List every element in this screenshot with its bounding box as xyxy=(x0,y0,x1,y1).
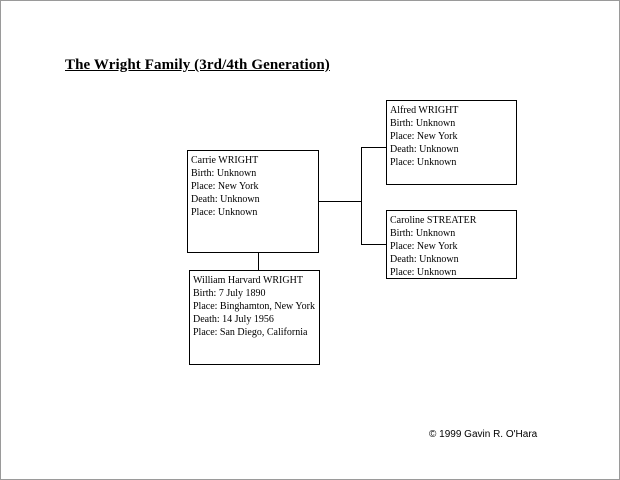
person-death: Death: 14 July 1956 xyxy=(193,314,274,325)
person-birth-place: Place: New York xyxy=(390,131,458,142)
person-box-alfred[interactable]: Alfred WRIGHT Birth: Unknown Place: New … xyxy=(386,100,517,185)
connector-spine-to-alfred xyxy=(361,147,386,148)
person-box-carrie[interactable]: Carrie WRIGHT Birth: Unknown Place: New … xyxy=(187,150,319,253)
person-death: Death: Unknown xyxy=(390,254,459,265)
person-birth: Birth: Unknown xyxy=(390,118,456,129)
connector-parents-spine xyxy=(361,147,362,245)
person-death-place: Place: Unknown xyxy=(191,207,258,218)
person-death-place: Place: Unknown xyxy=(390,157,457,168)
person-birth: Birth: Unknown xyxy=(390,228,456,239)
copyright-notice: © 1999 Gavin R. O'Hara xyxy=(429,429,538,440)
person-name: Carrie WRIGHT xyxy=(191,155,259,166)
person-death-place: Place: San Diego, California xyxy=(193,327,308,338)
person-birth: Birth: Unknown xyxy=(191,168,257,179)
person-birth-place: Place: New York xyxy=(191,181,259,192)
person-box-caroline[interactable]: Caroline STREATER Birth: Unknown Place: … xyxy=(386,210,517,279)
person-death-place: Place: Unknown xyxy=(390,267,457,278)
connector-carrie-to-parents xyxy=(319,201,362,202)
page-title: The Wright Family (3rd/4th Generation) xyxy=(65,57,330,73)
person-birth-place: Place: Binghamton, New York xyxy=(193,301,315,312)
person-box-william[interactable]: William Harvard WRIGHT Birth: 7 July 189… xyxy=(189,270,320,365)
person-name: Alfred WRIGHT xyxy=(390,105,459,116)
person-name: William Harvard WRIGHT xyxy=(193,275,303,286)
person-birth: Birth: 7 July 1890 xyxy=(193,288,266,299)
person-death: Death: Unknown xyxy=(191,194,260,205)
person-birth-place: Place: New York xyxy=(390,241,458,252)
person-name: Caroline STREATER xyxy=(390,215,477,226)
person-death: Death: Unknown xyxy=(390,144,459,155)
connector-spine-to-caroline xyxy=(361,244,386,245)
connector-carrie-to-william xyxy=(258,253,259,271)
